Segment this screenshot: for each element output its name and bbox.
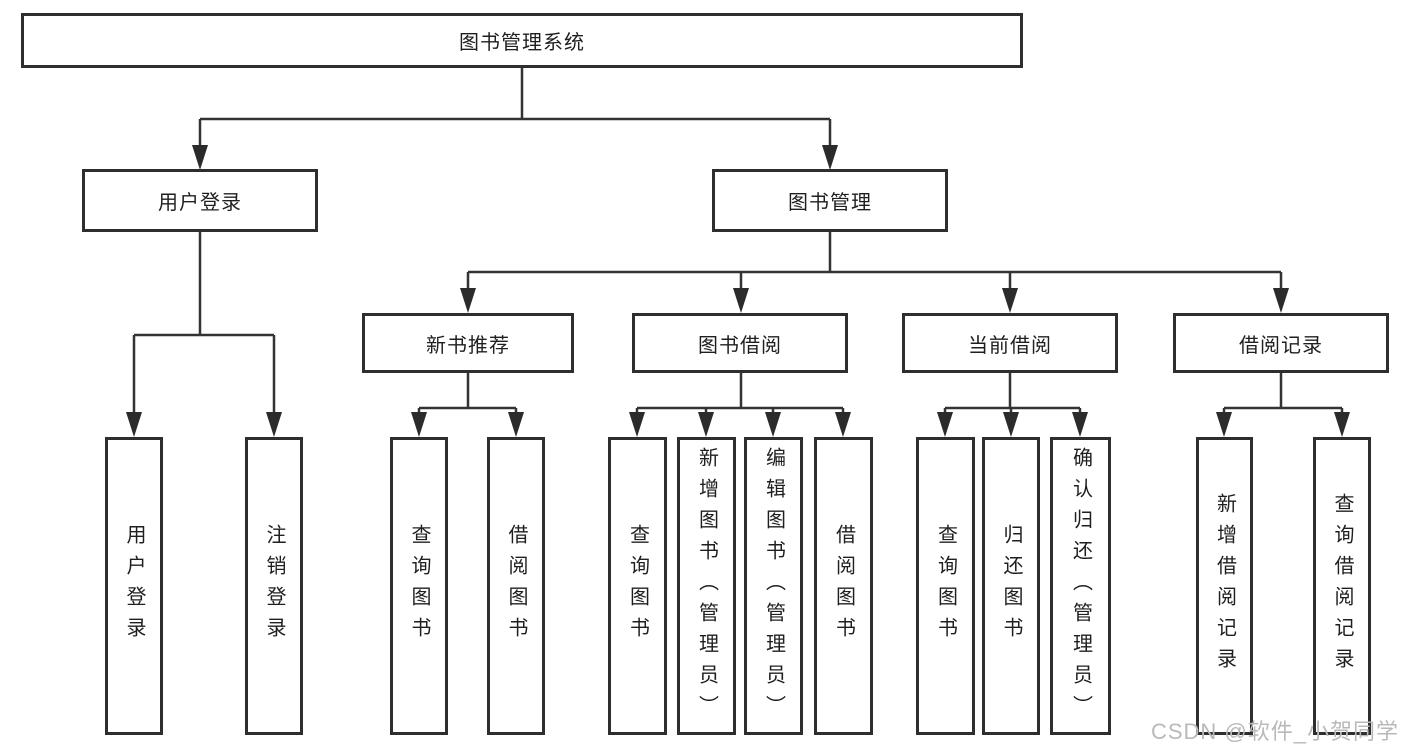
arrow-down-icon bbox=[822, 145, 838, 170]
node-label: 图书管理系统 bbox=[459, 32, 585, 54]
arrow-down-icon bbox=[629, 412, 645, 437]
leaf-borrow-books: 借阅图书 bbox=[814, 437, 873, 735]
leaf-query-books-borrow: 查询图书 bbox=[608, 437, 667, 735]
leaf-confirm-return-admin: 确认归还（管理员） bbox=[1050, 437, 1111, 735]
node-book-management: 图书管理 bbox=[712, 169, 948, 232]
arrow-down-icon bbox=[508, 412, 524, 437]
arrow-down-icon bbox=[1072, 412, 1088, 437]
arrow-down-icon bbox=[192, 145, 208, 170]
leaf-label: 新增借阅记录 bbox=[1213, 493, 1236, 679]
arrow-down-icon bbox=[126, 412, 142, 437]
leaf-query-books-recommend: 查询图书 bbox=[390, 437, 448, 735]
node-label: 新书推荐 bbox=[426, 334, 510, 357]
leaf-return-book: 归还图书 bbox=[982, 437, 1040, 735]
arrow-down-icon bbox=[1334, 412, 1350, 437]
arrowheads bbox=[126, 145, 1350, 437]
node-label: 当前借阅 bbox=[968, 334, 1052, 357]
leaf-logout: 注销登录 bbox=[245, 437, 303, 735]
leaf-label: 用户登录 bbox=[123, 524, 145, 648]
leaf-user-login: 用户登录 bbox=[105, 437, 163, 735]
arrow-down-icon bbox=[1273, 288, 1289, 313]
leaf-edit-book-admin: 编辑图书（管理员） bbox=[744, 437, 803, 735]
leaf-borrow-books-recommend: 借阅图书 bbox=[487, 437, 545, 735]
node-book-borrow: 图书借阅 bbox=[632, 313, 848, 373]
node-label: 用户登录 bbox=[158, 192, 242, 214]
leaf-label: 借阅图书 bbox=[832, 524, 855, 648]
node-borrow-records: 借阅记录 bbox=[1173, 313, 1389, 373]
node-label: 图书借阅 bbox=[698, 334, 782, 357]
node-user-login: 用户登录 bbox=[82, 169, 318, 232]
leaf-query-borrow-record: 查询借阅记录 bbox=[1313, 437, 1371, 735]
leaf-label: 查询图书 bbox=[934, 524, 957, 648]
leaf-label: 查询图书 bbox=[408, 524, 430, 648]
arrow-down-icon bbox=[698, 412, 714, 437]
leaf-label: 编辑图书（管理员） bbox=[762, 446, 785, 726]
leaf-label: 确认归还（管理员） bbox=[1069, 446, 1092, 726]
arrow-down-icon bbox=[733, 288, 749, 313]
arrow-down-icon bbox=[411, 412, 427, 437]
arrow-down-icon bbox=[1002, 288, 1018, 313]
watermark: CSDN @软件_小贺同学 bbox=[1150, 719, 1399, 744]
leaf-add-borrow-record: 新增借阅记录 bbox=[1196, 437, 1253, 735]
arrow-down-icon bbox=[937, 412, 953, 437]
node-label: 图书管理 bbox=[788, 192, 872, 214]
leaf-label: 查询借阅记录 bbox=[1331, 493, 1353, 679]
leaf-label: 注销登录 bbox=[263, 524, 285, 648]
leaf-label: 借阅图书 bbox=[505, 524, 527, 648]
leaf-label: 新增图书（管理员） bbox=[695, 446, 718, 726]
arrow-down-icon bbox=[765, 412, 781, 437]
node-current-borrow: 当前借阅 bbox=[902, 313, 1118, 373]
arrow-down-icon bbox=[266, 412, 282, 437]
arrow-down-icon bbox=[1003, 412, 1019, 437]
arrow-down-icon bbox=[460, 288, 476, 313]
leaf-query-books-current: 查询图书 bbox=[916, 437, 975, 735]
arrow-down-icon bbox=[835, 412, 851, 437]
node-library-system: 图书管理系统 bbox=[21, 13, 1023, 68]
leaf-add-book-admin: 新增图书（管理员） bbox=[677, 437, 736, 735]
node-label: 借阅记录 bbox=[1239, 334, 1323, 357]
leaf-label: 查询图书 bbox=[626, 524, 649, 648]
leaf-label: 归还图书 bbox=[1000, 524, 1022, 648]
arrow-down-icon bbox=[1216, 412, 1232, 437]
node-new-book-recommend: 新书推荐 bbox=[362, 313, 574, 373]
